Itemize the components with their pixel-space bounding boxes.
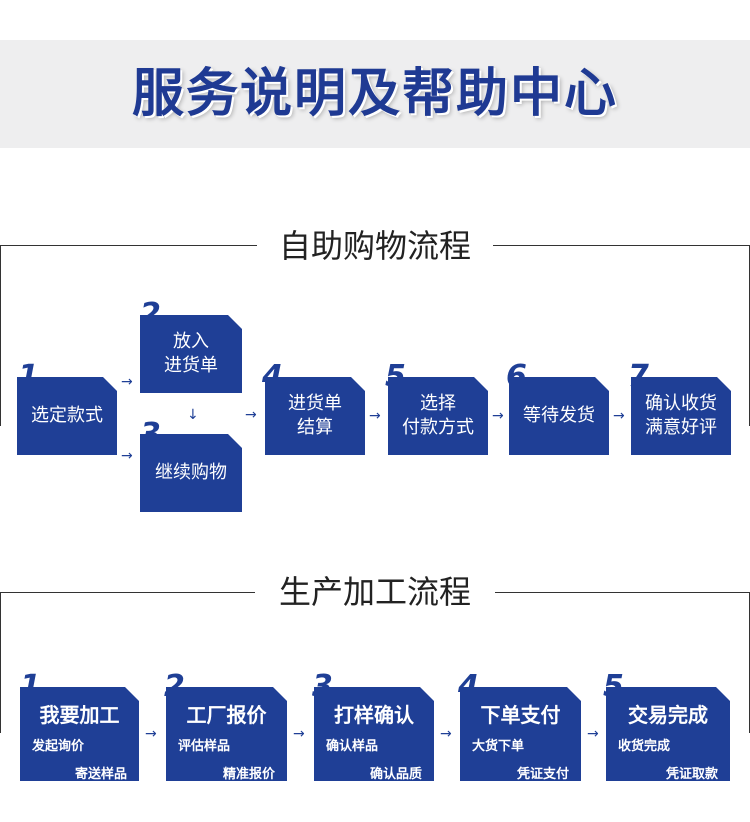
production-step-request: 我要加工 发起询价 寄送样品 xyxy=(20,687,139,781)
shopping-flow-title: 自助购物流程 xyxy=(257,224,493,268)
arrow-right-icon: → xyxy=(492,408,504,424)
arrow-right-icon: → xyxy=(369,408,381,424)
header-banner: 服务说明及帮助中心 xyxy=(0,40,750,148)
step-label-line1: 确认收货 xyxy=(645,393,717,414)
arrow-right-icon: → xyxy=(440,726,452,742)
step-sub2: 精准报价 xyxy=(222,767,275,782)
step-title: 打样确认 xyxy=(334,703,414,727)
step-title: 交易完成 xyxy=(628,703,708,727)
shopping-step-select-style: 选定款式 xyxy=(17,377,117,455)
production-step-order-payment: 下单支付 大货下单 凭证支付 xyxy=(460,687,581,781)
step-sub2: 确认品质 xyxy=(369,767,422,782)
shopping-step-add-to-order: 放入 进货单 xyxy=(140,315,242,393)
step-title: 下单支付 xyxy=(480,703,561,727)
production-step-quote: 工厂报价 评估样品 精准报价 xyxy=(166,687,287,781)
step-sub1: 发起询价 xyxy=(32,739,85,754)
step-label-line1: 选择 xyxy=(420,393,456,414)
step-sub2: 凭证取款 xyxy=(665,767,718,782)
step-sub2: 寄送样品 xyxy=(74,767,127,782)
shopping-step-await-shipping: 等待发货 xyxy=(509,377,609,455)
shopping-step-continue-shopping: 继续购物 xyxy=(140,434,242,512)
step-label-line1: 进货单 xyxy=(288,393,342,414)
arrow-right-icon: → xyxy=(293,726,305,742)
arrow-right-icon: → xyxy=(121,448,133,464)
step-label-line2: 结算 xyxy=(297,417,333,438)
arrow-right-icon: → xyxy=(587,726,599,742)
shopping-step-payment-method: 选择 付款方式 xyxy=(388,377,488,455)
arrow-right-icon: → xyxy=(145,726,157,742)
arrow-down-icon: ↓ xyxy=(187,407,199,423)
step-label: 等待发货 xyxy=(523,405,595,426)
production-step-sample-confirm: 打样确认 确认样品 确认品质 xyxy=(314,687,434,781)
step-label-line1: 放入 xyxy=(173,331,209,352)
step-sub1: 收货完成 xyxy=(618,739,671,754)
arrow-right-icon: → xyxy=(613,408,625,424)
step-sub1: 评估样品 xyxy=(178,739,231,754)
step-label: 继续购物 xyxy=(155,462,227,483)
step-sub1: 大货下单 xyxy=(472,739,525,754)
production-flow-title: 生产加工流程 xyxy=(255,570,495,614)
shopping-step-checkout: 进货单 结算 xyxy=(265,377,365,455)
step-sub1: 确认样品 xyxy=(326,739,379,754)
arrow-right-icon: → xyxy=(245,407,257,423)
arrow-right-icon: → xyxy=(121,374,133,390)
page-title: 服务说明及帮助中心 xyxy=(131,64,618,124)
step-label-line2: 付款方式 xyxy=(402,417,474,438)
step-title: 工厂报价 xyxy=(186,703,267,727)
step-label-line2: 满意好评 xyxy=(645,417,717,438)
step-sub2: 凭证支付 xyxy=(516,767,569,782)
step-label-line2: 进货单 xyxy=(164,355,218,376)
production-step-complete: 交易完成 收货完成 凭证取款 xyxy=(606,687,730,781)
shopping-step-confirm-receipt: 确认收货 满意好评 xyxy=(631,377,731,455)
step-label: 选定款式 xyxy=(31,405,103,426)
step-title: 我要加工 xyxy=(39,703,120,727)
